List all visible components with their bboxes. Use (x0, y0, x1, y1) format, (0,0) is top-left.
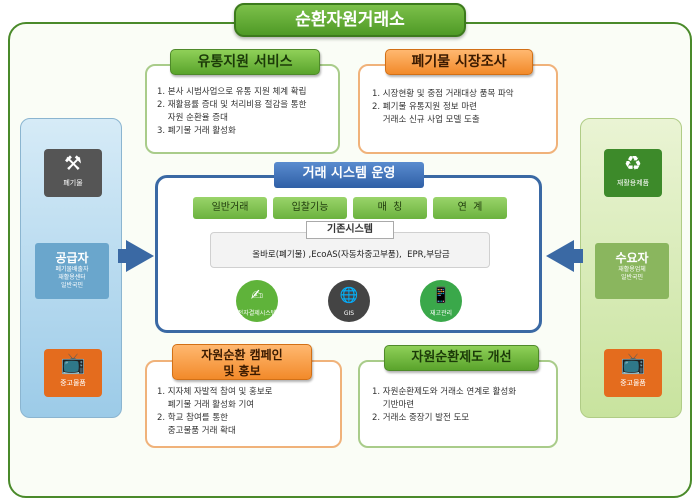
function-linkage: 연 계 (433, 197, 507, 219)
policy-box: 1. 자원순환제도와 거래소 연계로 활성화 기반마련 2. 거래소 중장기 발… (358, 360, 558, 448)
list-item: 2. 폐기물 유통지원 정보 마련 (372, 102, 477, 112)
distribution-box: 1. 본사 시범사업으로 유통 지원 체계 확립 2. 재활용률 증대 및 처리… (145, 64, 340, 154)
consumer-panel: ♻ 재활용제품 수요자 재활용업체 일반국민 📺 중고물품 (580, 118, 682, 418)
distribution-title: 유통지원 서비스 (170, 49, 320, 75)
policy-title: 자원순환제도 개선 (384, 345, 539, 371)
market-list: 1. 시장현황 및 중점 거래대상 품목 파악 2. 폐기물 유통지원 정보 마… (372, 88, 514, 127)
campaign-title: 자원순환 캠페인 및 홍보 (172, 344, 312, 380)
list-item: 1. 본사 시범사업으로 유통 지원 체계 확립 (157, 87, 307, 97)
policy-list: 1. 자원순환제도와 거래소 연계로 활성화 기반마련 2. 거래소 중장기 발… (372, 386, 516, 425)
right-arrow-icon (126, 240, 154, 272)
list-item: 2. 거래소 중장기 발전 도모 (372, 413, 470, 423)
consumer-line: 일반국민 (620, 274, 644, 281)
recycled-label: 재활용제품 (616, 179, 650, 187)
campaign-list: 1. 지자체 자발적 참여 및 홍보로 폐기물 거래 활성화 기여 2. 학교 … (157, 386, 272, 438)
market-title: 폐기물 시장조사 (385, 49, 533, 75)
gis-globe-icon: 🌐 GIS (328, 280, 370, 322)
list-item: 1. 자원순환제도와 거래소 연계로 활성화 (372, 387, 517, 397)
list-item: 2. 재활용률 증대 및 처리비용 절감을 통한 (157, 100, 307, 110)
supplier-panel: ⚒ 폐기물 공급자 폐기물배출자 재활용센터 일반국민 📺 중고물품 (20, 118, 122, 418)
function-matching: 매 칭 (353, 197, 427, 219)
used-goods-label: 중고물품 (60, 379, 86, 387)
e-signature-icon: ✍ 전자결제시스템 (236, 280, 278, 322)
left-arrow-icon (546, 240, 574, 272)
list-item: 자원 순환율 증대 (157, 113, 228, 123)
list-item: 1. 지자체 자발적 참여 및 홍보로 (157, 387, 273, 397)
arrow-stem (118, 249, 128, 263)
waste-items-icon: ⚒ 폐기물 (44, 149, 102, 197)
legacy-system-title: 기존시스템 (306, 221, 394, 239)
waste-label: 폐기물 (63, 179, 83, 187)
list-item: 1. 시장현황 및 중점 거래대상 품목 파악 (372, 89, 514, 99)
inventory-icon: 📱 재고관리 (420, 280, 462, 322)
gis-label: GIS (343, 310, 355, 317)
used-goods-icon: 📺 중고물품 (604, 349, 662, 397)
distribution-list: 1. 본사 시범사업으로 유통 지원 체계 확립 2. 재활용률 증대 및 처리… (157, 86, 306, 138)
list-item: 2. 학교 참여를 통한 (157, 413, 228, 423)
supplier-line: 폐기물배출자 (55, 266, 89, 273)
supplier-box: 공급자 폐기물배출자 재활용센터 일반국민 (35, 243, 109, 299)
list-item: 기반마련 (372, 400, 415, 410)
recycled-products-icon: ♻ 재활용제품 (604, 149, 662, 197)
list-item: 폐기물 거래 활성화 기여 (157, 400, 255, 410)
diagram-title: 순환자원거래소 (234, 3, 466, 37)
market-box: 1. 시장현황 및 중점 거래대상 품목 파악 2. 폐기물 유통지원 정보 마… (358, 64, 558, 154)
consumer-box: 수요자 재활용업체 일반국민 (595, 243, 669, 299)
list-item: 거래소 신규 사업 모델 도출 (372, 115, 480, 125)
list-item: 중고물품 거래 확대 (157, 426, 236, 436)
trading-system-title: 거래 시스템 운영 (274, 162, 424, 188)
function-general-trade: 일반거래 (193, 197, 267, 219)
arrow-stem (573, 249, 583, 263)
inventory-label: 재고관리 (429, 310, 453, 317)
consumer-line: 재활용업체 (618, 266, 646, 273)
e-signature-label: 전자결제시스템 (237, 310, 277, 317)
function-bidding: 입찰기능 (273, 197, 347, 219)
campaign-title-line2: 및 홍보 (223, 364, 261, 378)
list-item: 3. 폐기물 거래 활성화 (157, 126, 236, 136)
legacy-system-list: 올바로(폐기물) ,EcoAS(자동차중고부품), EPR,부담금 (252, 250, 450, 260)
supplier-line: 일반국민 (60, 282, 84, 289)
used-goods-label: 중고물품 (620, 379, 646, 387)
campaign-title-line1: 자원순환 캠페인 (201, 348, 283, 362)
supplier-name: 공급자 (55, 251, 89, 265)
used-goods-icon: 📺 중고물품 (44, 349, 102, 397)
consumer-name: 수요자 (615, 251, 649, 265)
supplier-line: 재활용센터 (58, 274, 86, 281)
